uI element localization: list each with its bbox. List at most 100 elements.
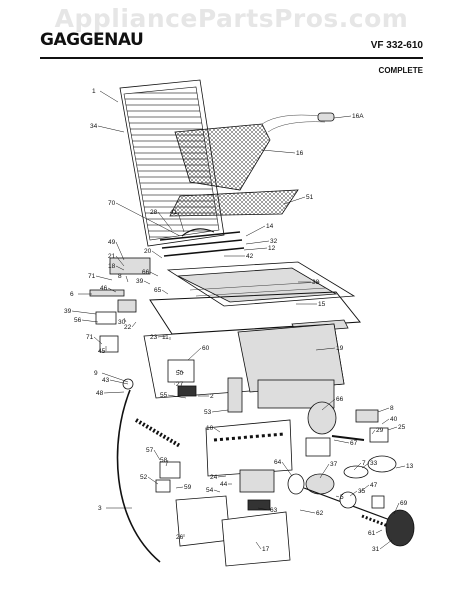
callout-leader (283, 196, 306, 205)
callout-label: 71 (86, 334, 94, 341)
callout-label: 58 (160, 457, 168, 464)
callout-label: 30 (118, 319, 126, 326)
callout-label: 38 (312, 279, 320, 286)
callout-leader (103, 391, 125, 394)
callout-leader (319, 463, 330, 479)
callout-label: 39 (64, 308, 72, 315)
callout-label: 29 (376, 427, 384, 434)
power-cord (116, 389, 182, 563)
fryer-tub (166, 261, 356, 307)
callout-label: 65 (154, 287, 162, 294)
callout-label: 39 (136, 278, 144, 285)
callout-label: 51 (306, 194, 314, 201)
callout-label: 7 (362, 460, 366, 467)
callout-leader (361, 462, 370, 469)
callout-leader (395, 465, 406, 469)
callout-label: 21 (108, 253, 116, 260)
callout-label: 24 (210, 474, 218, 481)
callout-leader (359, 484, 370, 493)
callout-leader (115, 265, 125, 271)
callout-label: 49 (108, 239, 116, 246)
callout-label: 37 (330, 461, 338, 468)
callout-leader (157, 335, 167, 338)
callout-leader (107, 287, 117, 293)
callout-label: 26 (176, 534, 184, 541)
model-number: VF 332-610 (370, 40, 423, 51)
callout-label: 41 (170, 209, 178, 216)
callout-leader (379, 539, 393, 550)
callout-label: 44 (220, 481, 228, 488)
callout-label: 17 (262, 546, 270, 553)
callout-leader (115, 202, 181, 237)
diagram-subtitle: COMPLETE (378, 66, 423, 75)
callout-leader (115, 241, 125, 261)
callout-label: 40 (390, 416, 398, 423)
callout-label: 25 (398, 424, 406, 431)
callout-leader (387, 426, 398, 431)
callout-label: 15 (318, 301, 326, 308)
callout-leader (245, 225, 266, 237)
callout-leader (81, 319, 99, 323)
callout-label: 69 (400, 500, 408, 507)
heating-element (109, 228, 245, 275)
callout-label: 71 (88, 273, 96, 280)
callout-label: 27 (176, 381, 184, 388)
callout-label: 54 (206, 487, 214, 494)
callout-label: 1 (92, 88, 96, 95)
callout-label: 2 (210, 393, 214, 400)
callout-leader (167, 394, 187, 399)
callout-label: 42 (246, 253, 254, 260)
callout-label: 5 (340, 494, 344, 501)
callout-leader (151, 250, 163, 259)
callout-label: 35 (358, 488, 366, 495)
header-rule (40, 57, 423, 59)
callout-leader (109, 379, 129, 385)
callout-leader (393, 502, 400, 515)
left-parts (89, 289, 243, 413)
callout-leader (377, 407, 390, 413)
callout-leader (157, 211, 173, 231)
callout-leader (243, 247, 268, 251)
callout-label: 19 (336, 345, 344, 352)
callout-leader (261, 149, 296, 154)
callout-leader (353, 462, 362, 471)
callout-label: 8 (390, 405, 394, 412)
callout-leader (213, 427, 221, 433)
callout-leader (245, 240, 270, 245)
callout-label: 62 (316, 510, 324, 517)
callout-leader (177, 369, 185, 374)
right-parts (287, 401, 415, 547)
callout-label: 50 (176, 370, 184, 377)
callout-label: 3 (98, 505, 102, 512)
callout-label: 13 (406, 463, 414, 470)
callout-label: 20 (144, 248, 152, 255)
callout-leader (123, 317, 127, 323)
callout-leader (93, 336, 103, 345)
watermark: AppliancePartsPros.com (54, 4, 409, 33)
lower-parts (155, 461, 291, 567)
callout-leader (99, 90, 119, 103)
callout-label: 9 (94, 370, 98, 377)
callout-label: 55 (160, 392, 168, 399)
callout-label: 12 (268, 245, 276, 252)
callout-label: 14 (266, 223, 274, 230)
callout-leader (315, 347, 336, 351)
callout-label: 28 (150, 209, 158, 216)
callout-leader (95, 275, 113, 281)
control-box (205, 419, 293, 477)
callout-leader (213, 489, 221, 493)
callout-label: 31 (372, 546, 380, 553)
callout-label: 10 (206, 425, 214, 432)
callout-label: 33 (370, 460, 378, 467)
callout-label: 18 (108, 263, 116, 270)
callout-label: 61 (368, 530, 376, 537)
callout-leader (333, 439, 350, 444)
callout-leader (299, 509, 316, 514)
callout-leader (71, 310, 97, 315)
callout-leader (187, 347, 202, 361)
callout-leader (147, 476, 159, 485)
callout-label: 32 (270, 238, 278, 245)
callout-label: 16A (352, 113, 364, 120)
callout-label: 63 (270, 507, 278, 514)
